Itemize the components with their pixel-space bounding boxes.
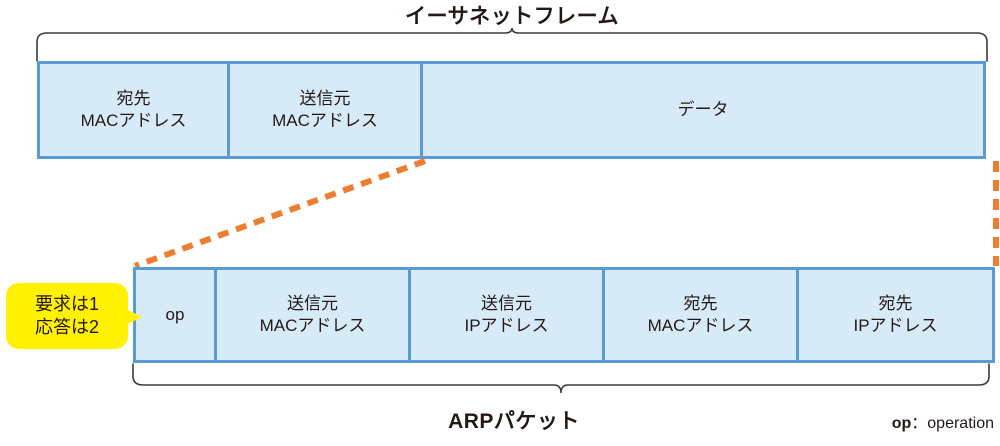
field-sender-mac: 送信元 MACアドレス — [217, 270, 411, 360]
field-sender-ip: 送信元 IPアドレス — [411, 270, 605, 360]
connector-left-diagonal — [133, 158, 427, 269]
field-target-mac: 宛先 MACアドレス — [605, 270, 799, 360]
op-callout: 要求は1 応答は2 — [6, 283, 142, 349]
field-data: データ — [423, 64, 983, 156]
field-source-mac: 送信元 MACアドレス — [230, 64, 423, 156]
field-destination-mac: 宛先 MACアドレス — [40, 64, 230, 156]
ethernet-frame-title: イーサネットフレーム — [405, 5, 619, 28]
ethernet-frame-brace — [36, 27, 988, 62]
field-op: op — [136, 270, 217, 360]
arp-packet-brace — [132, 363, 990, 394]
op-callout-text: 要求は1 応答は2 — [6, 283, 128, 349]
arp-packet-title: ARPパケット — [448, 410, 580, 433]
legend-separator: ： — [911, 415, 928, 432]
legend-expansion: operation — [927, 415, 994, 432]
arp-packet-bar: op 送信元 MACアドレス 送信元 IPアドレス 宛先 MACアドレス 宛先 … — [133, 267, 995, 363]
ethernet-frame-bar: 宛先 MACアドレス 送信元 MACアドレス データ — [37, 61, 986, 159]
op-callout-pointer — [118, 305, 142, 329]
legend: op：operation — [892, 409, 994, 433]
field-target-ip: 宛先 IPアドレス — [799, 270, 992, 360]
legend-abbr: op — [891, 415, 912, 432]
